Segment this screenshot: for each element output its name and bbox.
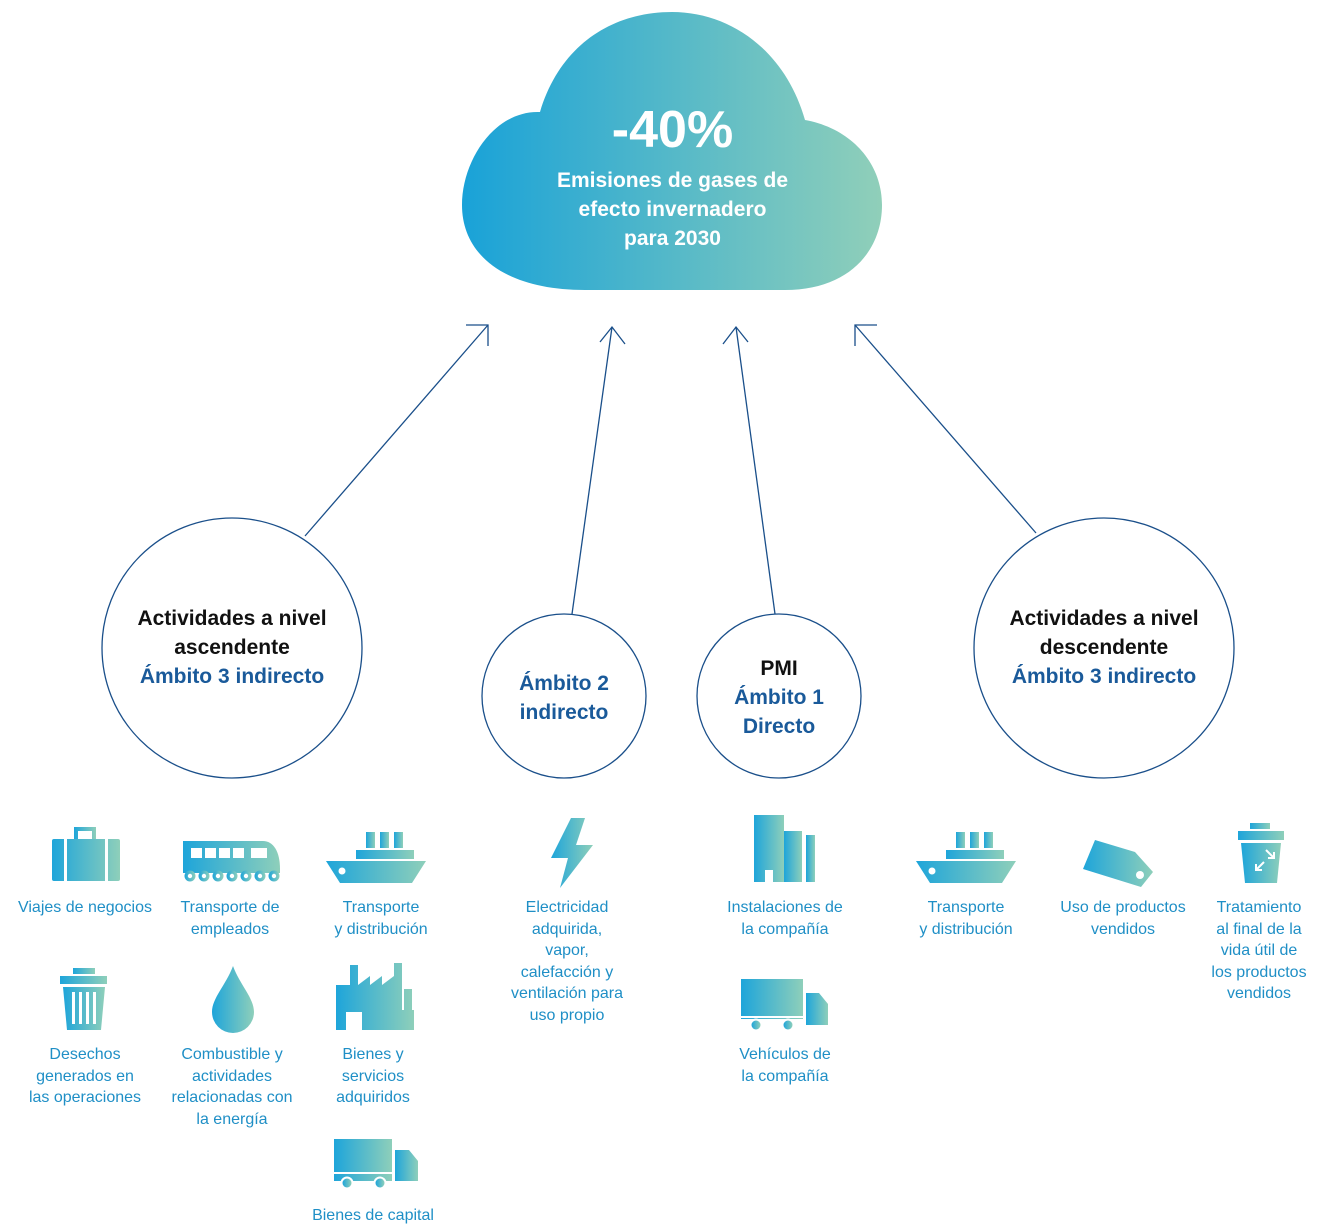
circle-upstream bbox=[101, 517, 363, 779]
recycle-bin-icon bbox=[1238, 823, 1284, 883]
arrow-downstream bbox=[854, 324, 1037, 534]
factory-icon bbox=[336, 963, 414, 1030]
caption-capital-goods: Bienes de capital bbox=[312, 1207, 434, 1224]
caption-electricity: Electricidad adquirida, vapor, calefacci… bbox=[510, 899, 624, 1024]
briefcase-icon bbox=[52, 827, 120, 881]
ship-icon bbox=[326, 832, 426, 883]
ship-icon bbox=[916, 832, 1016, 883]
train-icon bbox=[183, 841, 280, 882]
emissions-caption: Emisiones de gases de efecto invernadero… bbox=[556, 169, 789, 250]
caption-waste: Desechos generados en las operaciones bbox=[28, 1046, 142, 1106]
trash-bin-icon bbox=[60, 968, 107, 1030]
cloud-shape bbox=[462, 12, 882, 290]
circle-scope2 bbox=[481, 613, 647, 779]
circle-downstream bbox=[973, 517, 1235, 779]
arrow-scope2 bbox=[571, 325, 626, 615]
buildings-icon bbox=[754, 815, 815, 882]
arrow-upstream bbox=[304, 324, 489, 537]
caption-transport-downstream: Transporte y distribución bbox=[919, 899, 1013, 938]
truck-icon bbox=[334, 1139, 418, 1190]
arrow-scope1 bbox=[722, 325, 776, 615]
caption-fuel: Combustible y actividades relacionadas c… bbox=[171, 1046, 293, 1128]
emissions-percent: -40% bbox=[611, 101, 734, 159]
caption-transport-upstream: Transporte y distribución bbox=[334, 899, 428, 938]
tag-icon bbox=[1083, 840, 1153, 887]
caption-facilities: Instalaciones de la compañía bbox=[727, 899, 843, 938]
scope1-heading: PMI Ámbito 1 Directo bbox=[734, 657, 824, 738]
arrows bbox=[304, 324, 1037, 615]
caption-end-of-life: Tratamiento al final de la vida útil de … bbox=[1211, 899, 1307, 1002]
lightning-icon bbox=[551, 818, 593, 888]
caption-vehicles: Vehículos de la compañía bbox=[739, 1046, 831, 1085]
caption-business-travel: Viajes de negocios bbox=[17, 899, 153, 916]
truck-icon bbox=[741, 979, 828, 1032]
caption-purchased-goods: Bienes y servicios adquiridos bbox=[336, 1046, 410, 1106]
upstream-heading: Actividades a nivel ascendente Ámbito 3 … bbox=[137, 607, 327, 688]
drop-icon bbox=[212, 966, 254, 1033]
caption-use-of-products: Uso de productos vendidos bbox=[1060, 899, 1186, 938]
caption-employee-commuting: Transporte de empleados bbox=[180, 899, 280, 938]
circle-scope1 bbox=[696, 613, 862, 779]
downstream-heading: Actividades a nivel descendente Ámbito 3… bbox=[1009, 607, 1199, 688]
scope2-heading: Ámbito 2 indirecto bbox=[519, 672, 609, 724]
